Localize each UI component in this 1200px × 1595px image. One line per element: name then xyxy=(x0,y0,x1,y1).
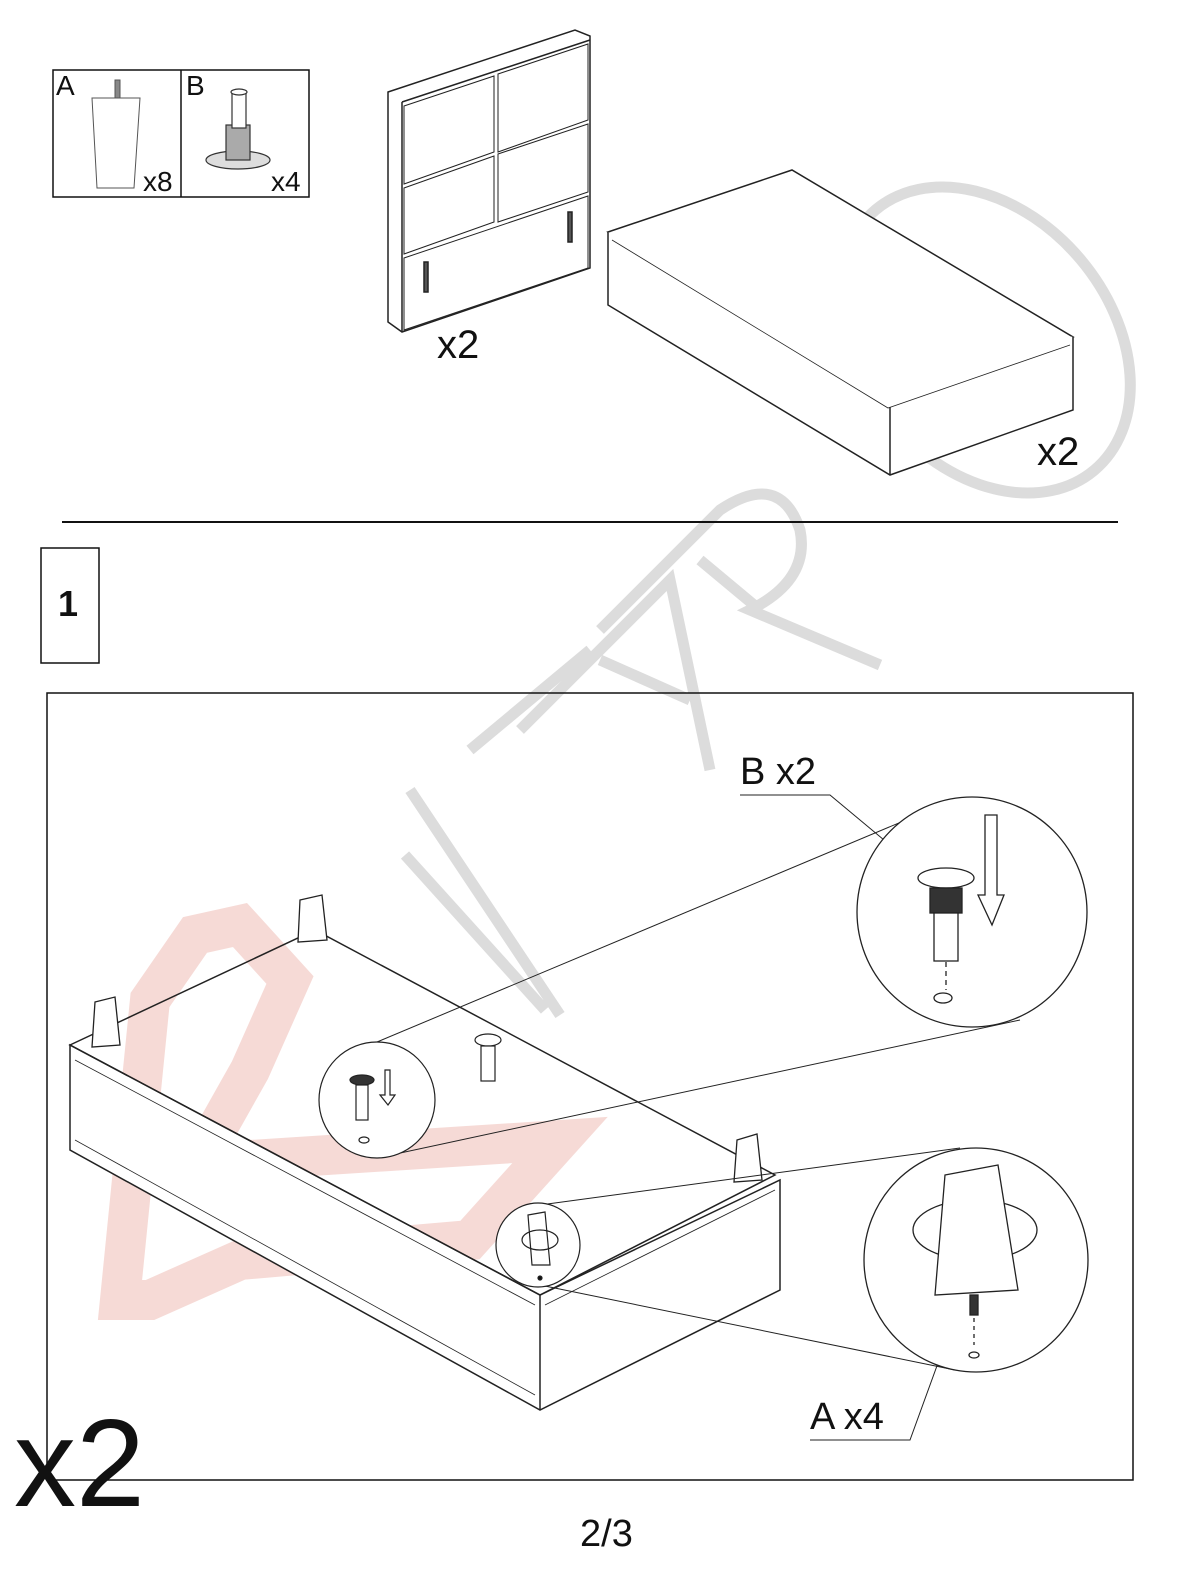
detail-circle-large-a xyxy=(863,1147,1089,1373)
page-number: 2/3 xyxy=(580,1513,633,1555)
bed-base-quantity: x2 xyxy=(1037,430,1080,474)
step-frame xyxy=(46,692,1134,1481)
part-b-quantity: x4 xyxy=(271,166,301,197)
leg-posts xyxy=(91,894,763,1183)
bed-base-drawing xyxy=(606,169,1075,476)
bed-base-upside-down xyxy=(68,929,781,1411)
callout-lines xyxy=(376,794,1021,1441)
repeat-count: x2 xyxy=(14,1395,145,1533)
headboard-drawing xyxy=(387,29,591,333)
part-a-letter: A xyxy=(56,70,75,101)
inserted-foot xyxy=(474,1033,502,1082)
headboard-quantity: x2 xyxy=(437,323,480,367)
furniture-leg-icon xyxy=(91,79,141,189)
callout-b-label: B x2 xyxy=(740,751,817,793)
detail-circle-small-b xyxy=(318,1041,436,1159)
watermark-text xyxy=(400,181,1136,1019)
callout-a-label: A x4 xyxy=(810,1396,884,1438)
leveling-foot-icon xyxy=(205,88,271,170)
detail-circle-small-a xyxy=(495,1202,581,1288)
parts-box xyxy=(52,69,310,198)
step-number: 1 xyxy=(58,583,79,624)
part-a-quantity: x8 xyxy=(143,166,173,197)
step-number-box xyxy=(40,547,100,664)
detail-circle-large-b xyxy=(856,796,1088,1028)
part-b-letter: B xyxy=(186,70,205,101)
